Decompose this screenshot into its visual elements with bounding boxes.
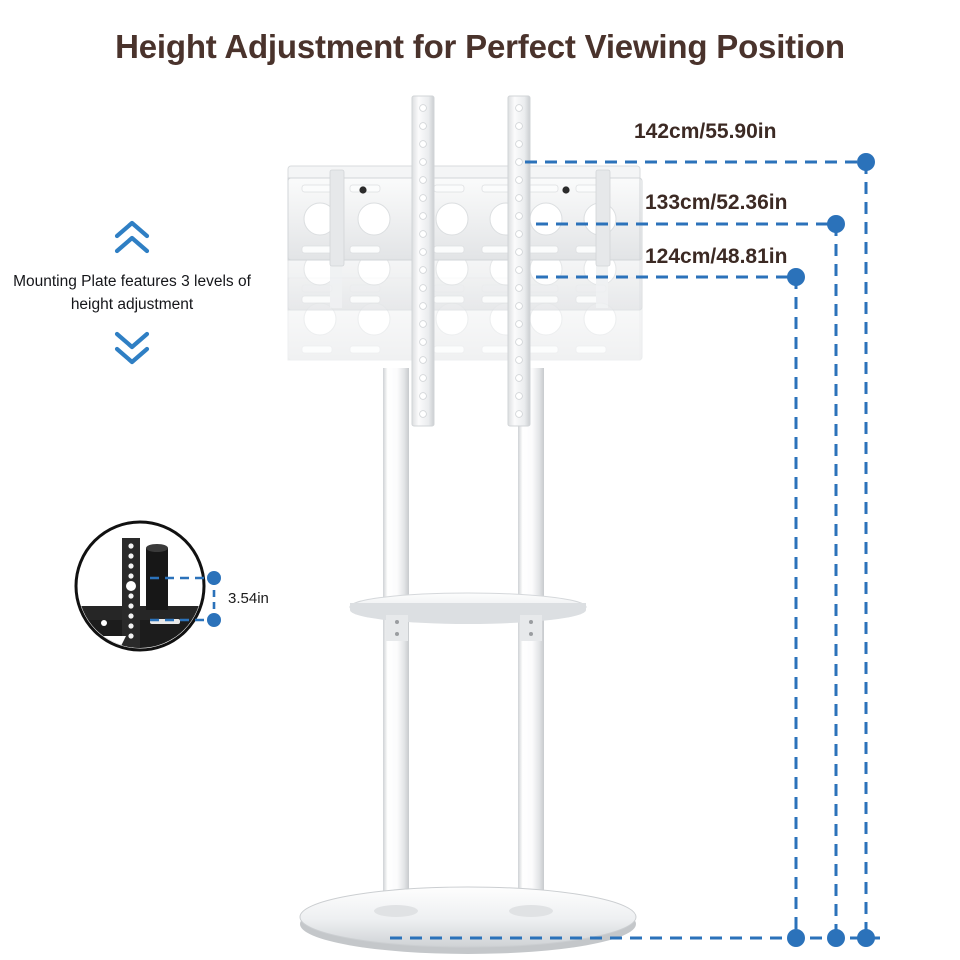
dimension-label-level-bottom: 124cm/48.81in [645,245,788,268]
dimension-label-inset-spacing: 3.54in [228,590,269,607]
feature-callout: Mounting Plate features 3 levels of heig… [8,218,256,367]
mounting-plate-position-top [287,165,643,267]
dimension-label-level-top: 142cm/55.90in [634,120,777,143]
vertical-rail-right [507,95,531,427]
double-chevron-up-icon [114,220,150,254]
rail-hole-spacing-inset [74,520,206,652]
oval-base [299,886,637,954]
page-title: Height Adjustment for Perfect Viewing Po… [115,28,845,65]
double-chevron-down-icon [114,331,150,364]
column-left [383,368,409,917]
feature-description: Mounting Plate features 3 levels of heig… [13,273,251,314]
vertical-rail-left [411,95,435,427]
column-right [518,368,544,917]
media-shelf [349,592,587,641]
dimension-label-level-middle: 133cm/52.36in [645,191,788,214]
